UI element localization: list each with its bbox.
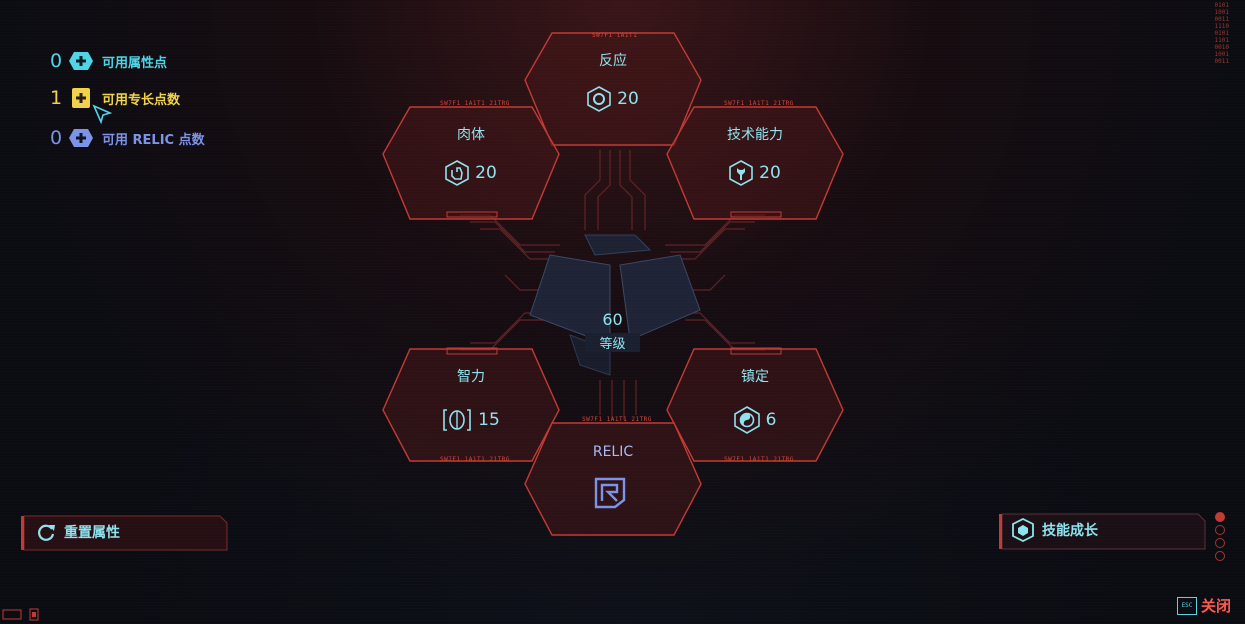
reset-attributes-label: 重置属性 — [64, 525, 120, 541]
hex-frame — [666, 106, 844, 220]
close-button[interactable]: ESC 关闭 — [1176, 595, 1231, 616]
plus-icon — [69, 129, 93, 147]
skill-progression-label: 技能成长 — [1042, 523, 1098, 539]
mouse-cursor-icon — [92, 104, 113, 125]
page-dot[interactable] — [1215, 525, 1225, 535]
level-value: 60 — [602, 310, 623, 329]
attribute-points-row: 0 可用属性点 — [46, 49, 167, 73]
perk-points-row[interactable]: 1 可用专长点数 — [46, 86, 180, 110]
wrench-icon — [729, 160, 753, 186]
esc-key-icon: ESC — [1176, 596, 1197, 615]
perk-points-count: 1 — [49, 87, 63, 109]
perk-points-label: 可用专长点数 — [102, 92, 181, 108]
plus-icon[interactable] — [68, 87, 94, 109]
page-dot[interactable] — [1215, 538, 1225, 548]
page-dot-active[interactable] — [1215, 512, 1225, 522]
attribute-technical[interactable]: SW7F1 1A1T1 21TRG 技术能力 20 — [666, 100, 844, 222]
level-label: 等级 — [585, 333, 640, 352]
fist-icon — [445, 160, 469, 186]
attribute-value: 15 — [478, 410, 500, 430]
attribute-name: 反应 — [599, 53, 627, 69]
relic-points-label: 可用 RELIC 点数 — [102, 132, 205, 148]
hex-frame — [382, 106, 560, 220]
reflexes-icon — [587, 86, 611, 112]
attribute-relic[interactable]: SW7F1 1A1T1 21TRG RELIC — [524, 416, 702, 538]
attribute-points-label: 可用属性点 — [102, 55, 168, 71]
button-frame — [21, 515, 228, 551]
battery-icon — [2, 608, 39, 621]
close-label: 关闭 — [1200, 597, 1231, 615]
attribute-value: 20 — [475, 163, 497, 183]
reset-attributes-button[interactable]: 重置属性 — [20, 515, 228, 551]
hex-frame — [382, 347, 560, 462]
attribute-name: 智力 — [457, 369, 485, 385]
attribute-name: 肉体 — [457, 127, 485, 143]
page-indicator — [1215, 512, 1227, 561]
refresh-icon — [38, 524, 55, 541]
attribute-value: 20 — [759, 163, 781, 183]
attribute-intelligence[interactable]: SW7F1 1A1T1 21TRG 智力 15 — [382, 346, 560, 464]
button-frame — [999, 513, 1206, 550]
relic-points-row: 0 可用 RELIC 点数 — [46, 126, 205, 150]
attribute-body[interactable]: SW7F1 1A1T1 21TRG 肉体 20 — [382, 100, 560, 222]
attribute-name: 技术能力 — [727, 127, 783, 143]
attribute-name: 镇定 — [741, 369, 769, 385]
level-cube — [529, 234, 701, 376]
relic-points-count: 0 — [49, 127, 63, 149]
attribute-cool[interactable]: SW7F1 1A1T1 21TRG 镇定 6 — [666, 346, 844, 464]
yin-yang-icon — [733, 406, 760, 434]
attribute-value: 20 — [617, 89, 639, 109]
attribute-name: RELIC — [592, 444, 634, 460]
skill-progression-button[interactable]: 技能成长 — [998, 513, 1206, 550]
attribute-value: 6 — [765, 410, 777, 430]
skill-cube-icon — [1012, 518, 1034, 542]
relic-icon — [594, 477, 626, 509]
plus-icon — [69, 52, 93, 70]
brain-icon — [443, 409, 471, 431]
page-dot[interactable] — [1215, 551, 1225, 561]
hex-frame — [666, 347, 844, 462]
attribute-points-count: 0 — [49, 50, 63, 72]
